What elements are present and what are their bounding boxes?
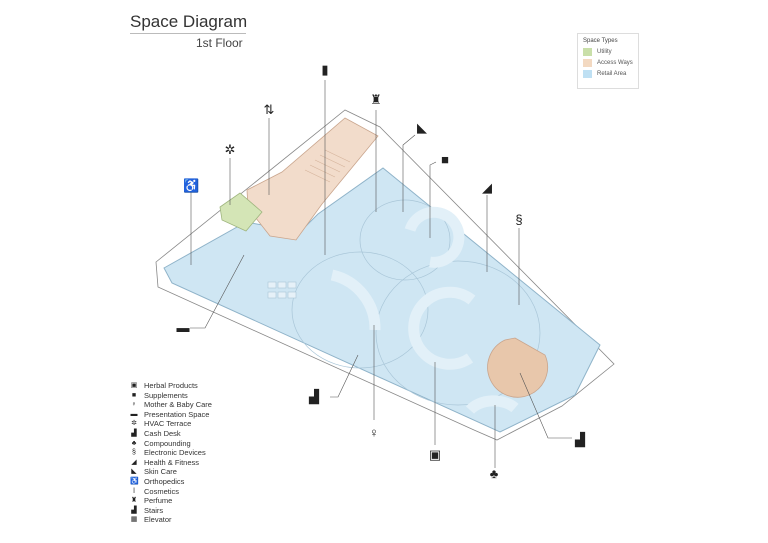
legend-item: ▬ Presentation Space — [130, 410, 212, 420]
herbal-products-icon: ▣ — [428, 447, 442, 462]
legend-item: ♜ Perfume — [130, 496, 212, 506]
utility-area — [219, 192, 263, 232]
wheelchair-icon: ♿ — [130, 477, 139, 485]
legend-label: Supplements — [144, 390, 188, 400]
space-type-label: Utility — [597, 49, 612, 55]
presentation-icon: ▬ — [130, 410, 138, 418]
cash-register-icon: ▟ — [309, 389, 319, 404]
legend-label: Mother & Baby Care — [144, 400, 212, 410]
utility-swatch — [583, 48, 592, 56]
legend-item: ◣ Skin Care — [130, 467, 212, 477]
fitness-icon: ◢ — [482, 180, 492, 195]
legend-label: Compounding — [144, 438, 191, 448]
supplements-icon: ■ — [441, 152, 449, 167]
legend-item: ■ Supplements — [130, 391, 212, 401]
space-type-label: Retail Area — [597, 71, 627, 77]
legend-label: Stairs — [144, 505, 164, 515]
retail-swatch — [583, 70, 592, 78]
perfume-icon: ♜ — [370, 92, 382, 107]
presentation-icon: ▬ — [176, 320, 190, 335]
function-legend: ▣ Herbal Products ■ Supplements ♀ Mother & … — [130, 381, 212, 525]
tables — [267, 281, 297, 299]
lipstick-icon: ǀ — [133, 487, 135, 495]
lipstick-icon: ▮ — [321, 62, 329, 77]
fan-icon: ✲ — [131, 420, 137, 428]
baby-care-icon: ♀ — [369, 425, 379, 440]
space-types-legend: Space Types Utility Access Ways Retail A… — [577, 33, 639, 89]
fitness-icon: ◢ — [131, 458, 137, 466]
legend-label: Cosmetics — [144, 486, 180, 496]
legend-item: ǀ Cosmetics — [130, 487, 212, 497]
herbal-products-icon: ▣ — [130, 382, 138, 389]
legend-label: Elevator — [144, 515, 172, 525]
stairs — [304, 149, 351, 183]
legend-label: Orthopedics — [144, 476, 185, 486]
space-types-heading: Space Types — [583, 38, 618, 44]
legend-label: Health & Fitness — [144, 457, 200, 467]
space-type-retail: Retail Area — [583, 70, 633, 78]
callout-lines — [190, 80, 572, 468]
skin-care-icon: ◣ — [131, 468, 137, 476]
legend-item: ♿ Orthopedics — [130, 477, 212, 487]
diagram-title: Space Diagram — [130, 12, 248, 31]
baby-care-icon: ♀ — [131, 401, 137, 409]
legend-item: ✲ HVAC Terrace — [130, 419, 212, 429]
skin-care-icon: ◣ — [417, 120, 427, 135]
legend-item: ▦ Elevator — [130, 515, 212, 525]
space-type-utility: Utility — [583, 48, 633, 56]
spiral-stair-zone — [487, 337, 548, 398]
electronic-devices-icon: § — [132, 449, 136, 457]
title-divider — [130, 33, 246, 34]
fan-icon: ✲ — [224, 142, 236, 157]
legend-item: § Electronic Devices — [130, 448, 212, 458]
legend-item: ◢ Health & Fitness — [130, 458, 212, 468]
elevator-icon: ▦ — [130, 516, 138, 524]
legend-item: ♀ Mother & Baby Care — [130, 400, 212, 410]
legend-label: Perfume — [144, 496, 173, 506]
floor-subtitle: 1st Floor — [196, 36, 243, 50]
legend-label: HVAC Terrace — [144, 419, 192, 429]
electronic-devices-icon: § — [515, 212, 523, 227]
compounding-icon: ♣ — [131, 439, 137, 447]
space-type-label: Access Ways — [597, 60, 633, 66]
legend-label: Presentation Space — [144, 409, 210, 419]
legend-item: ♣ Compounding — [130, 439, 212, 449]
display-counters — [330, 206, 519, 414]
stairs-icon: ▟ — [575, 432, 585, 447]
elevator-icon: ⇅ — [263, 102, 275, 117]
stairs-icon: ▟ — [131, 506, 137, 514]
access-swatch — [583, 59, 592, 67]
legend-label: Herbal Products — [144, 381, 198, 390]
legend-item: ▟ Stairs — [130, 506, 212, 516]
supplements-icon: ■ — [131, 391, 137, 399]
cash-register-icon: ▟ — [131, 429, 137, 437]
legend-label: Cash Desk — [144, 428, 181, 438]
zone-circles — [291, 199, 541, 406]
legend-item: ▣ Herbal Products — [130, 381, 212, 391]
wheelchair-icon: ♿ — [183, 178, 200, 193]
space-type-access: Access Ways — [583, 59, 633, 67]
perfume-icon: ♜ — [130, 497, 138, 505]
legend-label: Electronic Devices — [144, 448, 206, 458]
legend-item: ▟ Cash Desk — [130, 429, 212, 439]
compounding-icon: ♣ — [489, 466, 499, 481]
legend-label: Skin Care — [144, 467, 177, 477]
